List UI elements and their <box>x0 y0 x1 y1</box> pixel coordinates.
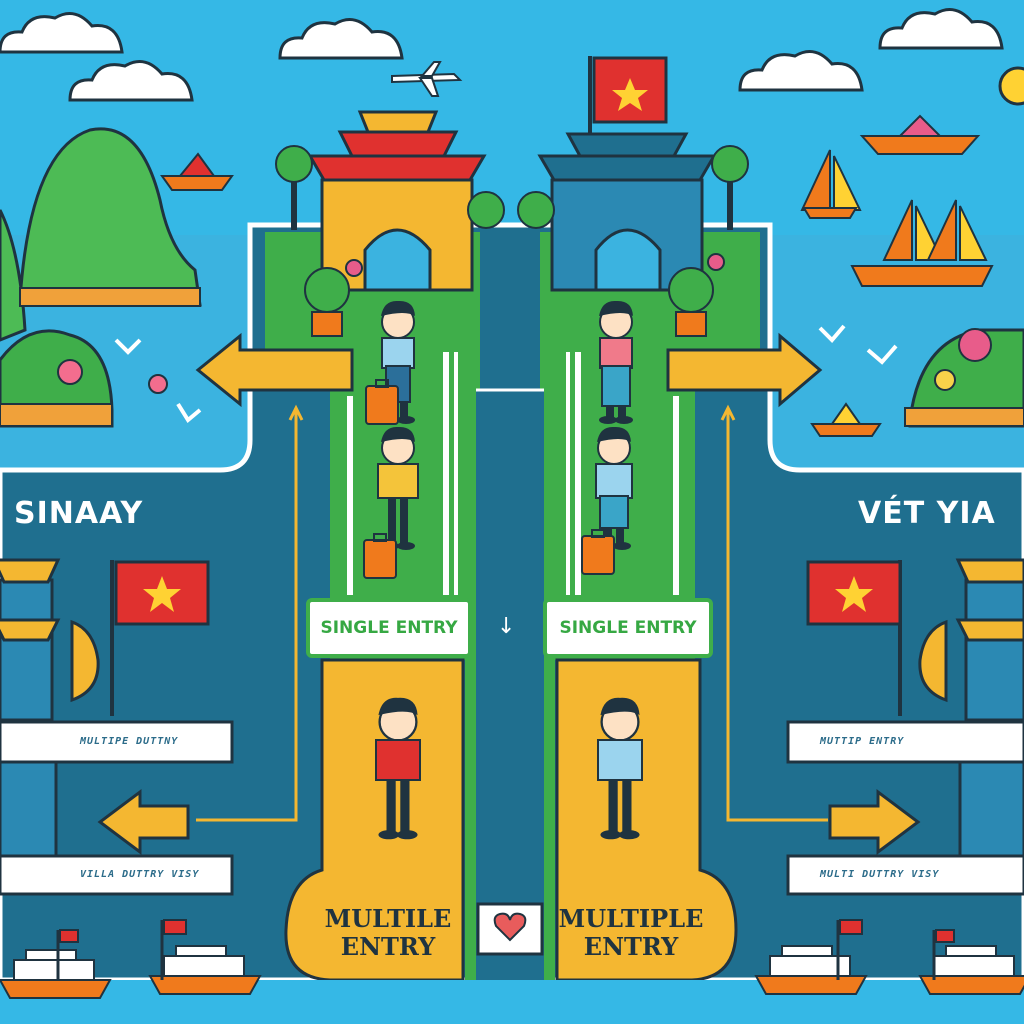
mountain-icon <box>0 209 27 342</box>
multiple-entry-label-left: MULTILE ENTRY <box>318 905 458 961</box>
flower-icon <box>707 253 725 271</box>
sign-left-lower-text: VILLA DUTTRY VISY <box>80 869 200 880</box>
boat-icon <box>160 152 234 191</box>
flower-icon <box>57 359 83 385</box>
sign-right-upper <box>786 720 1024 764</box>
single-entry-sign-left: SINGLE ENTRY <box>306 598 472 658</box>
boat-icon <box>810 402 882 437</box>
single-entry-label: SINGLE ENTRY <box>320 618 458 638</box>
sign-right-upper-text: MUTTIP ENTRY <box>820 736 905 747</box>
multiple-entry-line1: MULTILE <box>324 904 452 933</box>
right-title: VÉT YIA <box>858 496 996 531</box>
sign-right-lower-text: MULTI DUTTRY VISY <box>820 869 940 880</box>
suitcase-icon <box>365 379 399 425</box>
sign-left-upper <box>0 720 234 764</box>
tree-icon <box>517 191 555 229</box>
sign-left-lower <box>0 854 234 896</box>
tree-icon <box>275 145 313 230</box>
arrow-icon <box>666 332 823 408</box>
vietnam-flag-icon <box>806 560 902 716</box>
suitcase-icon <box>581 529 615 575</box>
flower-icon <box>668 267 714 337</box>
tree-icon <box>467 191 505 229</box>
sun-icon <box>998 66 1024 106</box>
pagoda-icon <box>955 558 1024 862</box>
airplane-icon <box>391 61 463 97</box>
person-icon <box>595 425 633 551</box>
vietnam-flag-icon <box>932 929 955 980</box>
bird-icon <box>176 402 202 424</box>
flower-icon <box>958 328 992 362</box>
arrow-icon <box>195 332 354 408</box>
person-icon <box>377 425 419 551</box>
flower-icon <box>934 369 956 391</box>
person-icon <box>597 696 643 841</box>
heart-icon <box>493 912 527 942</box>
pagoda-icon <box>0 558 61 862</box>
person-icon <box>375 696 421 841</box>
vietnam-flag-icon <box>836 919 863 980</box>
mountain-icon <box>18 127 202 307</box>
sailboat-icon <box>801 149 861 219</box>
down-arrow-icon: ↓ <box>497 614 516 639</box>
boat-icon <box>859 114 981 155</box>
single-entry-label: SINGLE ENTRY <box>559 618 697 638</box>
arrow-icon <box>97 789 190 855</box>
person-icon <box>598 299 634 425</box>
sign-left-upper-text: MULTIPE DUTTNY <box>80 736 179 747</box>
sign-right-lower <box>786 854 1024 896</box>
tree-icon <box>711 145 749 230</box>
bird-icon <box>818 324 846 343</box>
left-title: SINAAY <box>14 496 144 531</box>
bird-icon <box>866 344 898 365</box>
multiple-entry-line2: ENTRY <box>583 932 679 961</box>
arrow-icon <box>828 789 921 855</box>
multiple-entry-line2: ENTRY <box>340 932 436 961</box>
flower-icon <box>345 259 363 277</box>
sailboat-icon <box>850 199 994 287</box>
multiple-entry-label-right: MULTIPLE ENTRY <box>556 905 706 961</box>
flower-icon <box>304 267 350 337</box>
multiple-entry-line1: MULTIPLE <box>558 904 704 933</box>
vietnam-flag-icon <box>110 560 210 716</box>
single-entry-sign-right: SINGLE ENTRY <box>543 598 713 658</box>
flower-icon <box>148 374 168 394</box>
gate-icon <box>537 132 717 292</box>
suitcase-icon <box>363 533 397 579</box>
vietnam-flag-icon <box>160 919 187 980</box>
bird-icon <box>114 338 142 355</box>
vietnam-flag-icon <box>56 929 79 980</box>
